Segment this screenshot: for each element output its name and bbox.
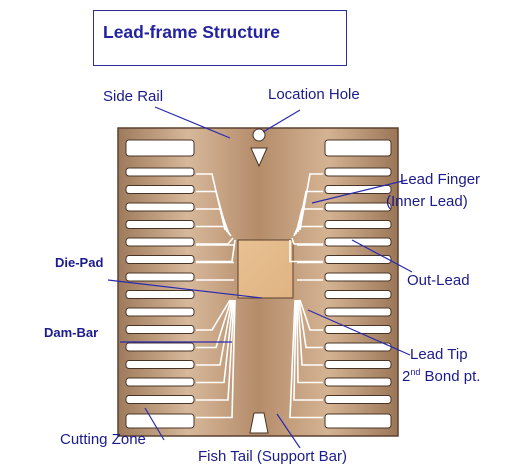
right-out-lead-slot bbox=[324, 220, 392, 229]
label-lead-finger: Lead Finger bbox=[400, 171, 481, 188]
right-out-lead-slot bbox=[324, 360, 392, 369]
left-out-lead-slot bbox=[125, 307, 195, 317]
right-out-lead-slot bbox=[324, 377, 392, 387]
left-out-lead-slot bbox=[125, 290, 195, 299]
left-out-lead-slot bbox=[125, 395, 195, 404]
label-out-lead: Out-Lead bbox=[407, 272, 470, 289]
left-out-lead-slot bbox=[125, 272, 195, 282]
left-out-lead-slot bbox=[125, 237, 195, 247]
label-inner-lead: (Inner Lead) bbox=[386, 193, 468, 210]
left-out-lead-slot bbox=[125, 342, 195, 352]
right-out-lead-slot bbox=[324, 237, 392, 247]
left-out-lead-slot bbox=[125, 255, 195, 264]
bond-pt-number: 2 bbox=[402, 368, 411, 385]
inner-lead-bottom-right bbox=[289, 299, 323, 419]
right-out-lead-slot bbox=[324, 325, 392, 334]
diagram-title: Lead-frame Structure bbox=[103, 22, 280, 42]
inner-lead-bottom-right bbox=[296, 299, 323, 384]
inner-lead-top-right bbox=[289, 240, 323, 263]
label-location-hole: Location Hole bbox=[268, 86, 360, 103]
inner-lead-bottom-right bbox=[299, 299, 323, 331]
label-dam-bar: Dam-Bar bbox=[44, 325, 99, 340]
inner-lead-bottom-right bbox=[298, 299, 323, 349]
label-fish-tail: Fish Tail (Support Bar) bbox=[198, 448, 347, 465]
location-hole bbox=[252, 128, 266, 142]
right-out-lead-slot bbox=[324, 342, 392, 352]
right-out-lead-slot bbox=[324, 307, 392, 317]
leader-location-hole bbox=[262, 109, 301, 133]
title-box: Lead-frame Structure bbox=[93, 10, 347, 66]
inner-lead-top-right bbox=[295, 208, 323, 235]
right-out-lead-slot bbox=[324, 167, 392, 177]
leader-side-rail bbox=[154, 106, 231, 139]
bottom-right-rail-slot bbox=[324, 413, 392, 429]
top-support-bar bbox=[250, 147, 268, 168]
inner-lead-top-left bbox=[196, 208, 230, 235]
inner-lead-top-left bbox=[196, 225, 232, 237]
inner-lead-top-right bbox=[299, 173, 323, 231]
inner-lead-bottom-left bbox=[196, 299, 231, 331]
left-out-lead-slot bbox=[125, 185, 195, 194]
bond-pt-text: Bond pt. bbox=[420, 368, 481, 385]
inner-lead-bottom-right bbox=[293, 299, 323, 401]
left-out-lead-slot bbox=[125, 202, 195, 212]
inner-lead-bottom-left bbox=[196, 299, 235, 401]
left-out-lead-slot bbox=[125, 377, 195, 387]
right-out-lead-slot bbox=[324, 272, 392, 282]
inner-lead-bottom-right bbox=[297, 299, 323, 366]
fish-tail-notch bbox=[249, 412, 269, 434]
lead-slots bbox=[125, 139, 392, 429]
bottom-left-rail-slot bbox=[125, 413, 195, 429]
label-side-rail: Side Rail bbox=[103, 88, 164, 105]
top-left-rail-slot bbox=[125, 139, 195, 157]
top-right-rail-slot bbox=[324, 139, 392, 157]
leader-lines bbox=[107, 106, 413, 449]
left-out-lead-slot bbox=[125, 220, 195, 229]
inner-lead-bottom-left bbox=[196, 299, 232, 349]
leader-cutting-zone bbox=[144, 407, 165, 441]
leader-lead-tip bbox=[307, 309, 411, 356]
left-out-lead-slot bbox=[125, 360, 195, 369]
label-second-bond-pt: 2nd Bond pt. bbox=[402, 367, 480, 385]
bond-pt-ordinal: nd bbox=[410, 367, 421, 377]
leader-out-lead bbox=[351, 239, 413, 273]
label-die-pad: Die-Pad bbox=[55, 255, 104, 270]
inner-lead-bottom-left bbox=[196, 299, 233, 366]
label-cutting-zone: Cutting Zone bbox=[60, 431, 146, 448]
leader-lead-finger bbox=[311, 179, 408, 204]
left-out-lead-slot bbox=[125, 167, 195, 177]
inner-lead-bottom-left bbox=[196, 299, 234, 384]
right-out-lead-slot bbox=[324, 290, 392, 299]
inner-lead-top-left bbox=[196, 239, 236, 263]
right-out-lead-slot bbox=[324, 202, 392, 212]
inner-lead-top-right bbox=[297, 190, 323, 233]
inner-lead-bottom-left bbox=[196, 299, 236, 419]
left-out-lead-slot bbox=[125, 325, 195, 334]
label-lead-tip: Lead Tip bbox=[410, 346, 468, 363]
right-out-lead-slot bbox=[324, 395, 392, 404]
right-out-lead-slot bbox=[324, 255, 392, 264]
inner-leads bbox=[196, 173, 323, 419]
inner-lead-top-right bbox=[291, 237, 323, 245]
inner-lead-top-left bbox=[196, 237, 234, 245]
inner-lead-top-right bbox=[293, 225, 323, 237]
die-pad bbox=[237, 239, 294, 299]
leader-fish-tail bbox=[276, 413, 301, 449]
leader-die-pad bbox=[107, 279, 263, 299]
